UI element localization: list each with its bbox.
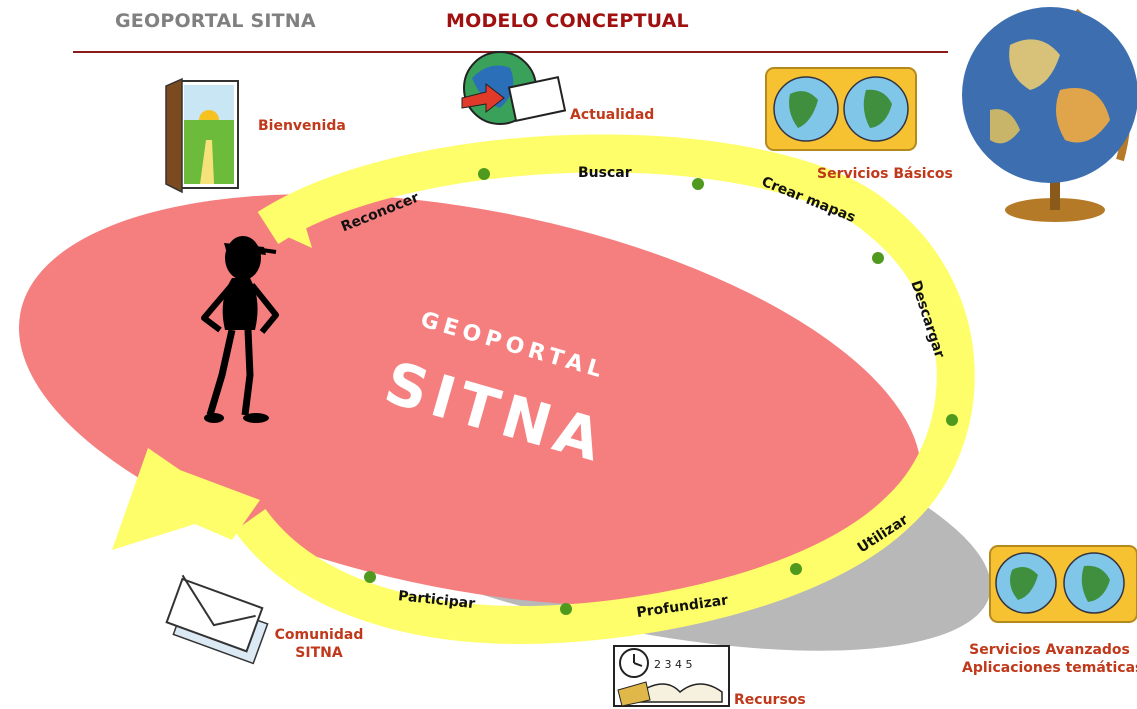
label-comunidad[interactable]: Comunidad SITNA: [264, 626, 374, 662]
label-comunidad-line1: Comunidad: [274, 627, 364, 643]
resource-numbers: 2 3 4 5: [654, 658, 692, 671]
clock-book-icon: 2 3 4 5: [613, 645, 730, 707]
globe-news-icon: [461, 51, 567, 125]
cycle-dot: [560, 603, 572, 615]
step-buscar: Buscar: [578, 165, 632, 181]
cycle-dot: [692, 178, 704, 190]
header-divider: [73, 51, 948, 53]
door-icon: [165, 77, 239, 194]
cycle-dot: [364, 571, 376, 583]
person-figure-icon: [201, 236, 279, 423]
cycle-dot: [790, 563, 802, 575]
cycle-arrowhead: [112, 448, 260, 550]
label-servicios-avanzados[interactable]: Servicios Avanzados Aplicaciones temátic…: [962, 641, 1137, 677]
desk-globe-icon: [962, 7, 1137, 222]
cycle-ring: [234, 134, 975, 645]
cycle-dots: [364, 168, 958, 615]
label-actualidad[interactable]: Actualidad: [570, 107, 655, 123]
label-comunidad-line2: SITNA: [295, 645, 343, 661]
world-maps-icon: [765, 67, 917, 151]
label-avanzados-line2: Aplicaciones temáticas: [962, 660, 1137, 676]
label-servicios-basicos[interactable]: Servicios Básicos: [817, 166, 953, 182]
cycle-dot: [478, 168, 490, 180]
label-avanzados-line1: Servicios Avanzados: [969, 642, 1130, 658]
label-recursos[interactable]: Recursos: [734, 692, 806, 708]
header-title-modelo: MODELO CONCEPTUAL: [446, 10, 689, 32]
cycle-dot: [872, 252, 884, 264]
cycle-dot: [946, 414, 958, 426]
world-maps-icon: [989, 545, 1137, 623]
envelope-icon: [165, 574, 269, 665]
label-bienvenida[interactable]: Bienvenida: [258, 118, 346, 134]
header-title-geoportal: GEOPORTAL SITNA: [115, 10, 316, 32]
